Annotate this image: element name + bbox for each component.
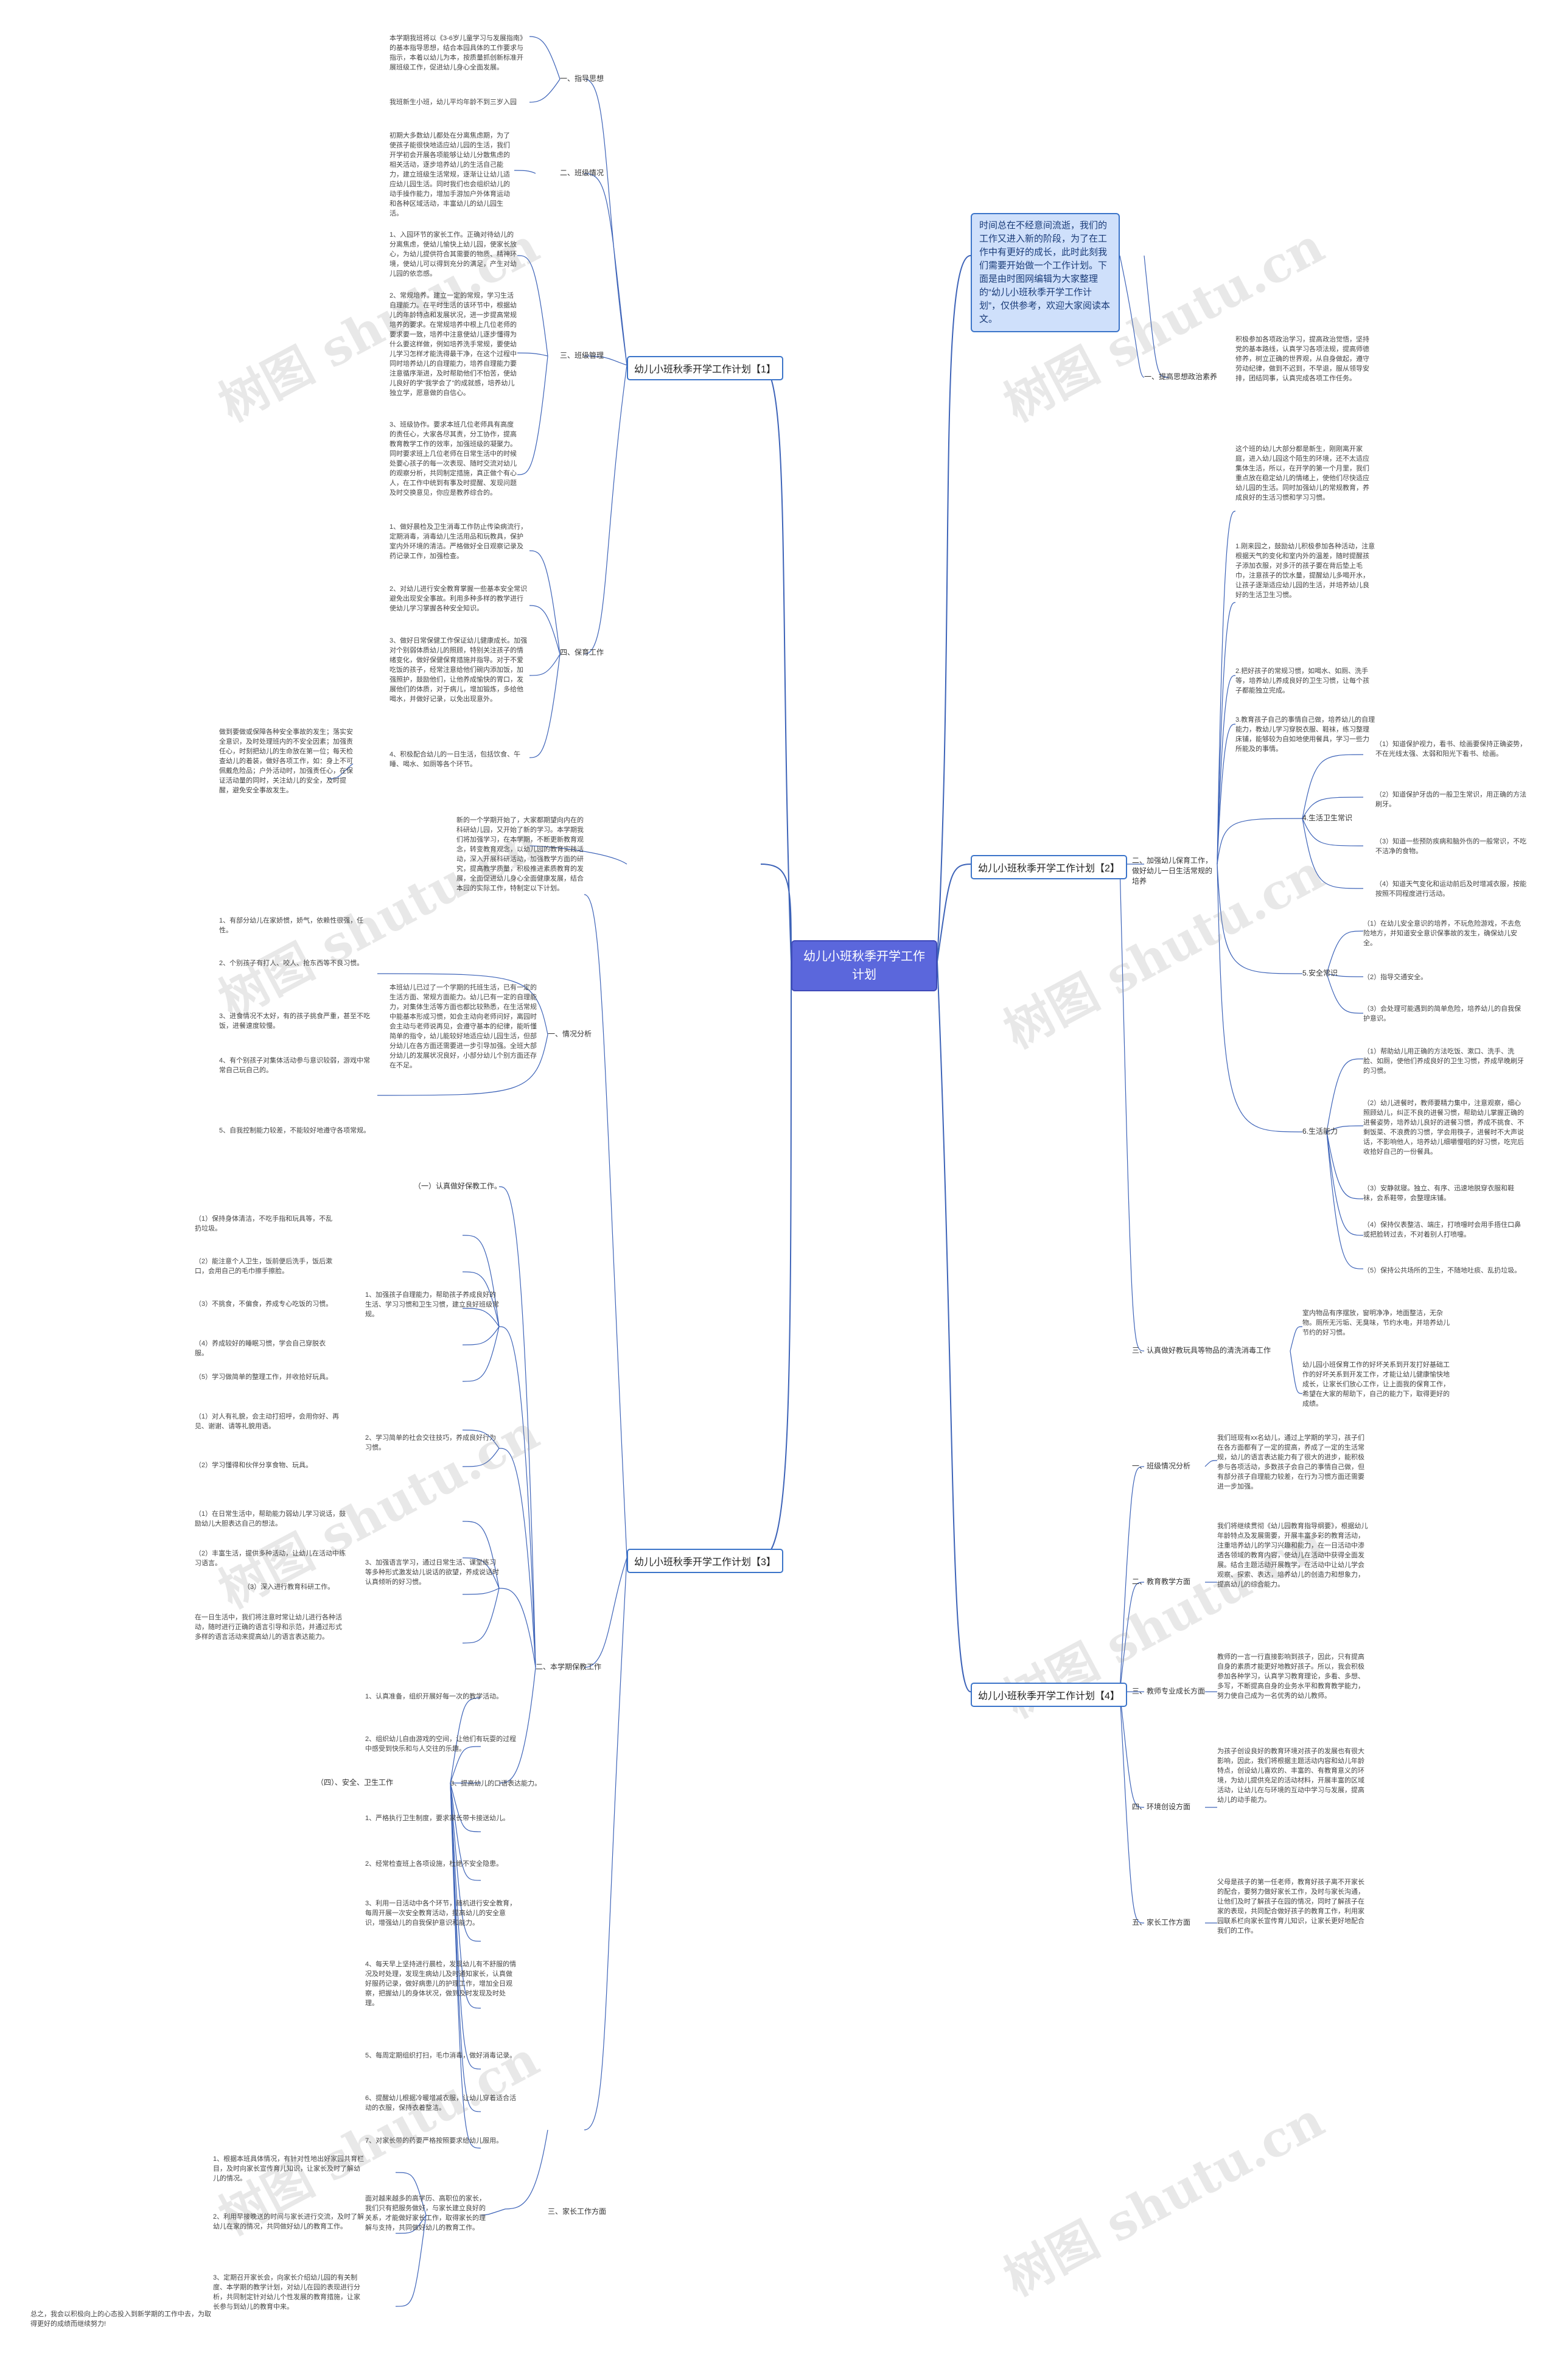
p2-cleaning-1: 室内物品有序摆放，窗明净净，地面整洁，无杂物。厕所无污垢、无臭味，节约水电，并培… <box>1302 1310 1450 1336</box>
p3-parents-2: 2、利用早接晚送的时间与家长进行交流，及时了解幼儿在家的情况，共同做好幼儿的教育… <box>213 2213 365 2230</box>
p1-care-text-2: 2、对幼儿进行安全教育掌握一些基本安全常识避免出现安全事故。利用多种多样的教学进… <box>390 585 528 612</box>
p1-care-text-4: 4、积极配合幼儿的一日生活，包括饮食、午睡、喝水、如厕等各个环节。 <box>390 751 521 768</box>
p2-care-text-3: 2.把好孩子的常规习惯，如喝水、如厕、洗手等，培养幼儿养成良好的卫生习惯，让每个… <box>1235 668 1369 694</box>
p3-safety-8: 5、每周定期组织打扫，毛巾消毒，做好消毒记录。 <box>365 2052 517 2059</box>
p3-item-1b: （2）能注意个人卫生，饭前便后洗手，饭后漱口，会用自己的毛巾擦手擦脸。 <box>195 1258 333 1275</box>
p1-care-work[interactable]: 四、保育工作 <box>560 648 604 657</box>
p3-item-3d: 在一日生活中，我们将注意时常让幼儿进行各种活动，随时进行正确的语言引导和示范，并… <box>195 1614 342 1641</box>
p1-class-situation[interactable]: 二、班级情况 <box>560 169 604 177</box>
p3-item-2: 2、学习简单的社会交往技巧，养成良好行为习惯。 <box>365 1434 497 1451</box>
p4-parents-text: 父母是孩子的第一任老师，教育好孩子离不开家长的配合，要努力做好家长工作，及时与家… <box>1217 1879 1364 1935</box>
p3-item-3: 3、加强语言学习，通过日常生活、课堂练习等多种形式激发幼儿说话的欲望，养成说话时… <box>365 1559 499 1586</box>
p3-situation-1: 1、有部分幼儿在家娇惯，娇气，依赖性很强，任性。 <box>219 917 364 934</box>
p4-teaching-text: 我们将继续贯彻《幼儿园教育指导纲要》，根据幼儿年龄特点及发展需要，开展丰富多彩的… <box>1217 1523 1368 1588</box>
p2-safety-3: （3）会处理可能遇到的简单危险，培养幼儿的自我保护意识。 <box>1363 1005 1521 1022</box>
p2-care-text-2: 1.刚来园之，鼓励幼儿积极参加各种活动，注意根据天气的变化和室内外的温差，随时提… <box>1235 543 1375 599</box>
p2-life-1: （1）帮助幼儿用正确的方法吃饭、漱口、洗手、洗脸、如厕，使他们养成良好的卫生习惯… <box>1363 1048 1524 1075</box>
p2-care-text-4: 3.教育孩子自己的事情自己做，培养幼儿的自理能力，教幼儿学习穿脱衣服、鞋袜，练习… <box>1235 716 1375 753</box>
p4-class-text: 我们班现有xx名幼儿，通过上学期的学习，孩子们在各方面都有了一定的提高，养成了一… <box>1217 1434 1364 1490</box>
p3-situation-text: 本班幼儿已过了一个学期的托班生活，已有一定的生活方面、常规方面能力。幼儿已有一定… <box>390 984 537 1069</box>
p4-teacher-growth[interactable]: 三、教师专业成长方面 <box>1132 1687 1206 1695</box>
p3-safety-10: 7、对家长带的药要严格按照要求给幼儿服用。 <box>365 2137 503 2144</box>
p2-life-2: （2）幼儿进餐时，教师要精力集中，注意观察，细心照顾幼儿，纠正不良的进餐习惯，帮… <box>1363 1100 1524 1156</box>
p1-guiding-text-1: 本学期我班将以《3-6岁儿童学习与发展指南》的基本指导思想，结合本园具体的工作要… <box>390 35 526 71</box>
p2-political[interactable]: 一、提高思想政治素养 <box>1144 372 1218 381</box>
p2-hygiene-4: （4）知道天气变化和运动前后及时增减衣服，按能按照不同程度进行活动。 <box>1375 881 1527 898</box>
p1-care-text-1: 1、做好晨检及卫生消毒工作防止传染病流行，定期消毒，消毒幼儿生活用品和玩教具，保… <box>390 523 528 560</box>
p3-safety-3: 3、提高幼儿的口语表达能力。 <box>450 1780 542 1787</box>
p3-work-this-term[interactable]: 二、本学期保教工作 <box>536 1663 602 1671</box>
p2-hygiene-2: （2）知道保护牙齿的一般卫生常识，用正确的方法刷牙。 <box>1375 791 1527 808</box>
p3-item-3a: （1）在日常生活中，帮助能力弱幼儿学习说话，鼓励幼儿大胆表达自己的想法。 <box>195 1510 346 1527</box>
p1-class-management[interactable]: 三、班级管理 <box>560 351 604 360</box>
topic-part-3[interactable]: 幼儿小班秋季开学工作计划【3】 <box>627 1549 783 1573</box>
p3-conclusion: 总之，我会以积极向上的心态投入到新学期的工作中去，为取得更好的成绩而继续努力! <box>30 2311 211 2328</box>
p1-management-text-1: 1、入园环节的家长工作。正确对待幼儿的分离焦虑，使幼儿愉快上幼儿园，使家长放心，… <box>390 231 517 277</box>
intro-note: 时间总在不经意间流逝，我们的工作又进入新的阶段，为了在工作中有更好的成长，此时此… <box>971 213 1120 332</box>
p2-hygiene-knowledge[interactable]: 4.生活卫生常识 <box>1302 814 1353 822</box>
p4-teacher-text: 教师的一言一行直接影响到孩子，因此，只有提高自身的素质才能更好地教好孩子。所以，… <box>1217 1653 1364 1700</box>
p3-parents-3: 3、定期召开家长会，向家长介绍幼儿园的有关制度、本学期的教学计划，对幼儿在园的表… <box>213 2274 360 2311</box>
p2-cleaning[interactable]: 三、认真做好教玩具等物品的清洗消毒工作 <box>1132 1346 1271 1355</box>
p3-safety-hygiene[interactable]: （四）、安全、卫生工作 <box>316 1778 394 1787</box>
topic-part-1[interactable]: 幼儿小班秋季开学工作计划【1】 <box>627 356 783 380</box>
p3-safety-2: 2、组织幼儿自由游戏的空间，让他们有玩耍的过程中感受到快乐和与人交往的乐趣。 <box>365 1736 517 1753</box>
p3-item-1e: （5）学习做简单的整理工作，并收拾好玩具。 <box>195 1373 333 1381</box>
p4-teaching[interactable]: 二、教育教学方面 <box>1132 1577 1191 1586</box>
p1-care-text-3: 3、做好日常保健工作保证幼儿健康成长。加强对个别弱体质幼儿的照顾，特别关注孩子的… <box>390 637 528 703</box>
p2-life-3: （3）安静就寝。独立、有序、迅速地脱穿衣服和鞋袜，会系鞋带，会整理床铺。 <box>1363 1185 1515 1202</box>
p3-situation-3: 3、进食情况不太好，有的孩子挑食严重，甚至不吃饭，进餐速度较慢。 <box>219 1013 371 1030</box>
p3-situation-4: 4、有个别孩子对集体活动参与意识较弱，游戏中常常自己玩自己的。 <box>219 1057 371 1074</box>
p3-situation[interactable]: 一、情况分析 <box>548 1030 592 1038</box>
p4-environment-text: 为孩子创设良好的教育环境对孩子的发展也有很大影响，因此，我们将根据主题活动内容和… <box>1217 1748 1364 1804</box>
p3-parents-work[interactable]: 三、家长工作方面 <box>548 2207 607 2216</box>
p3-safety-5: 2、经常检查班上各项设施，杜绝不安全隐患。 <box>365 1860 503 1868</box>
p2-political-text: 积极参加各项政治学习，提高政治觉悟，坚持党的基本路线，认真学习各项法规，提高师德… <box>1235 336 1369 382</box>
p1-class-text: 初期大多数幼儿都处在分离焦虑期，为了使孩子能很快地适应幼儿园的生活，我们开学初会… <box>390 132 510 217</box>
p2-cleaning-2: 幼儿园小班保育工作的好坏关系到开发打好基础工作的好坏关系到开发工作，才能让幼儿健… <box>1302 1361 1450 1408</box>
p3-item-2b: （2）学习懂得和伙伴分享食物、玩具。 <box>195 1462 313 1469</box>
p3-situation-2: 2、个别孩子有打人、咬人、抢东西等不良习惯。 <box>219 960 364 967</box>
p1-management-text-2: 2、常规培养。建立一定的常规，学习生活自理能力。在平时生活的该环节中，根据幼儿的… <box>390 292 517 397</box>
p1-care-text-5: 做到要做或保障各种安全事故的发生；落实安全意识，及时处理班内的不安全因素；加强责… <box>219 728 353 794</box>
p2-care-routine[interactable]: 二、加强幼儿保育工作，做好幼儿一日生活常规的培养 <box>1132 856 1213 885</box>
topic-part-4[interactable]: 幼儿小班秋季开学工作计划【4】 <box>971 1683 1127 1707</box>
p3-item-2a: （1）对人有礼貌，会主动打招呼，会用你好、再见、谢谢、请等礼貌用语。 <box>195 1413 340 1430</box>
root-topic[interactable]: 幼儿小班秋季开学工作计划 <box>791 940 937 991</box>
p3-safety-4: 1、严格执行卫生制度，要求家长带卡接送幼儿。 <box>365 1815 510 1822</box>
p3-safety-1: 1、认真准备，组织开展好每一次的教学活动。 <box>365 1693 503 1700</box>
p3-item-1c: （3）不挑食，不偏食，养成专心吃饭的习惯。 <box>195 1300 333 1308</box>
topic-part-2[interactable]: 幼儿小班秋季开学工作计划【2】 <box>971 855 1127 879</box>
p3-situation-5: 5、自我控制能力较差，不能较好地遵守各项常规。 <box>219 1127 371 1134</box>
p4-parents[interactable]: 五、家长工作方面 <box>1132 1918 1191 1927</box>
p2-safety-2: （2）指导交通安全。 <box>1363 974 1428 981</box>
p4-environment[interactable]: 四、环境创设方面 <box>1132 1802 1191 1811</box>
p2-life-4: （4）保持仪表整洁、端庄，打喷嚏时会用手捂住口鼻或把脸转过去，不对着别人打喷嚏。 <box>1363 1221 1521 1238</box>
p4-class-analysis[interactable]: 一、班级情况分析 <box>1132 1462 1191 1470</box>
p3-item-3b: （2）丰富生活，提供多种活动，让幼儿在活动中练习语言。 <box>195 1550 346 1567</box>
p1-guiding-text-2: 我班新生小班，幼儿平均年龄不到三岁入园 <box>390 99 517 106</box>
p3-item-1: 1、加强孩子自理能力，帮助孩子养成良好的生活、学习习惯和卫生习惯，建立良好班级常… <box>365 1291 499 1318</box>
p3-item-1d: （4）养成较好的睡眠习惯，学会自己穿脱衣服。 <box>195 1340 326 1357</box>
p3-item-1a: （1）保持身体清洁，不吃手指和玩具等，不乱扔垃圾。 <box>195 1215 333 1232</box>
p3-safety-6: 3、利用一日活动中各个环节，随机进行安全教育，每周开展一次安全教育活动，提高幼儿… <box>365 1900 517 1927</box>
p2-care-text-1: 这个班的幼儿大部分都是新生，刚刚离开家庭，进入幼儿园这个陌生的环境，还不太适应集… <box>1235 445 1369 501</box>
p3-item-3c: （3）深入进行教育科研工作。 <box>243 1583 335 1591</box>
p2-hygiene-1: （1）知道保护视力，看书、绘画要保持正确姿势，不在光线太强、太弱和阳光下看书、绘… <box>1375 741 1527 758</box>
p3-parents-text: 面对越来越多的高学历、高职位的家长，我们只有把服务做好，与家长建立良好的关系，才… <box>365 2195 486 2232</box>
p2-safety-knowledge[interactable]: 5.安全常识 <box>1302 969 1338 977</box>
p1-guiding-thought[interactable]: 一、指导思想 <box>560 74 604 83</box>
p3-safety-9: 6、提醒幼儿根据冷暖增减衣服，让幼儿穿着适合活动的衣服，保持衣着整洁。 <box>365 2095 517 2112</box>
p3-parents-1: 1、根据本班具体情况，有针对性地出好家园共育栏目，及时向家长宣传育儿知识，让家长… <box>213 2155 365 2182</box>
p2-life-5: （5）保持公共场所的卫生，不随地吐痰、乱扔垃圾。 <box>1363 1267 1521 1274</box>
p2-safety-1: （1）在幼儿安全意识的培养，不玩危险游戏，不去危险地方，并知道安全意识保事故的发… <box>1363 920 1521 947</box>
p2-life-skills[interactable]: 6.生活能力 <box>1302 1127 1338 1136</box>
p3-safety-7: 4、每天早上坚持进行晨检，发现幼儿有不舒服的情况及时处理，发现生病幼儿及时通知家… <box>365 1961 517 2007</box>
p2-hygiene-3: （3）知道一些预防疾病和脑外伤的一般常识，不吃不洁净的食物。 <box>1375 838 1527 855</box>
p1-management-text-3: 3、班级协作。要求本班几位老师具有高度的责任心，大家各尽其责，分工协作，提高教育… <box>390 421 517 497</box>
p3-care-heading[interactable]: （一）认真做好保教工作。 <box>414 1182 502 1190</box>
p3-intro-text: 新的一个学期开始了，大家都期望向内在的科研幼儿园，又开始了新的学习。本学期我们将… <box>456 817 584 892</box>
